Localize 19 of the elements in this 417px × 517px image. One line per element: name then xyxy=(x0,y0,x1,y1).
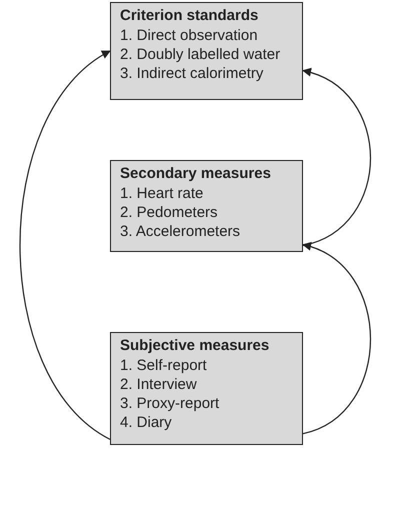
list-item: 2. Interview xyxy=(120,375,198,394)
list-item: 1. Self-report xyxy=(120,356,208,375)
box-heading: Subjective measures xyxy=(120,336,270,355)
list-item: 3. Accelerometers xyxy=(120,222,242,241)
category-box xyxy=(110,332,303,445)
curved-arrow xyxy=(302,68,371,246)
box-heading: Criterion standards xyxy=(120,6,260,25)
list-item: 3. Indirect calorimetry xyxy=(120,64,264,83)
curved-arrow xyxy=(302,243,371,434)
category-box xyxy=(110,2,303,100)
list-item: 3. Proxy-report xyxy=(120,394,220,413)
list-item: 2. Doubly labelled water xyxy=(120,45,282,64)
list-item: 2. Pedometers xyxy=(120,203,219,222)
box-heading: Secondary measures xyxy=(120,164,272,183)
list-item: 4. Diary xyxy=(120,413,173,432)
list-item: 1. Heart rate xyxy=(120,184,204,203)
list-item: 1. Direct observation xyxy=(120,26,259,45)
category-box xyxy=(110,160,303,252)
curved-arrow xyxy=(20,50,111,440)
